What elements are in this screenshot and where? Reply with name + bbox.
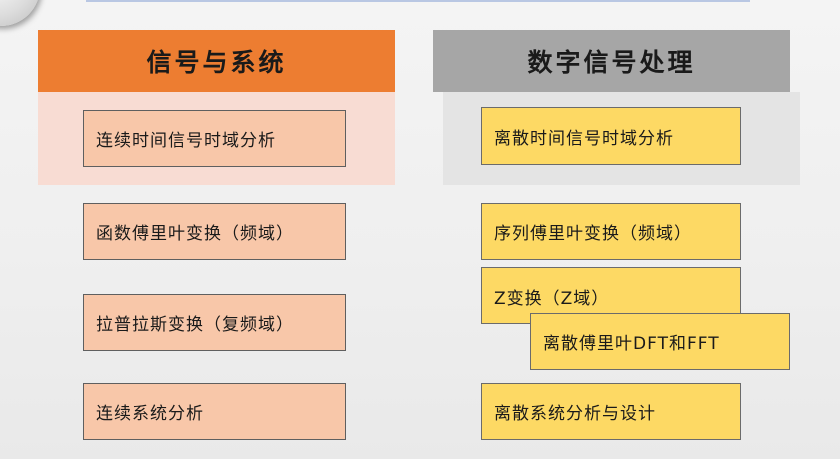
right-item-dft-fft: 离散傅里叶DFT和FFT [530,313,790,370]
left-item-laplace: 拉普拉斯变换（复频域） [83,294,346,351]
right-item-system-design: 离散系统分析与设计 [481,383,741,440]
left-column-header: 信号与系统 [38,30,395,92]
left-item-fourier: 函数傅里叶变换（频域） [83,203,346,260]
right-column-header: 数字信号处理 [433,30,790,92]
right-item-time-domain: 离散时间信号时域分析 [481,107,741,165]
right-item-sequence-fourier: 序列傅里叶变换（频域） [481,203,741,260]
left-item-time-domain: 连续时间信号时域分析 [83,110,346,167]
left-item-system-analysis: 连续系统分析 [83,383,346,440]
corner-decoration [0,0,40,26]
top-divider-line [86,0,750,2]
